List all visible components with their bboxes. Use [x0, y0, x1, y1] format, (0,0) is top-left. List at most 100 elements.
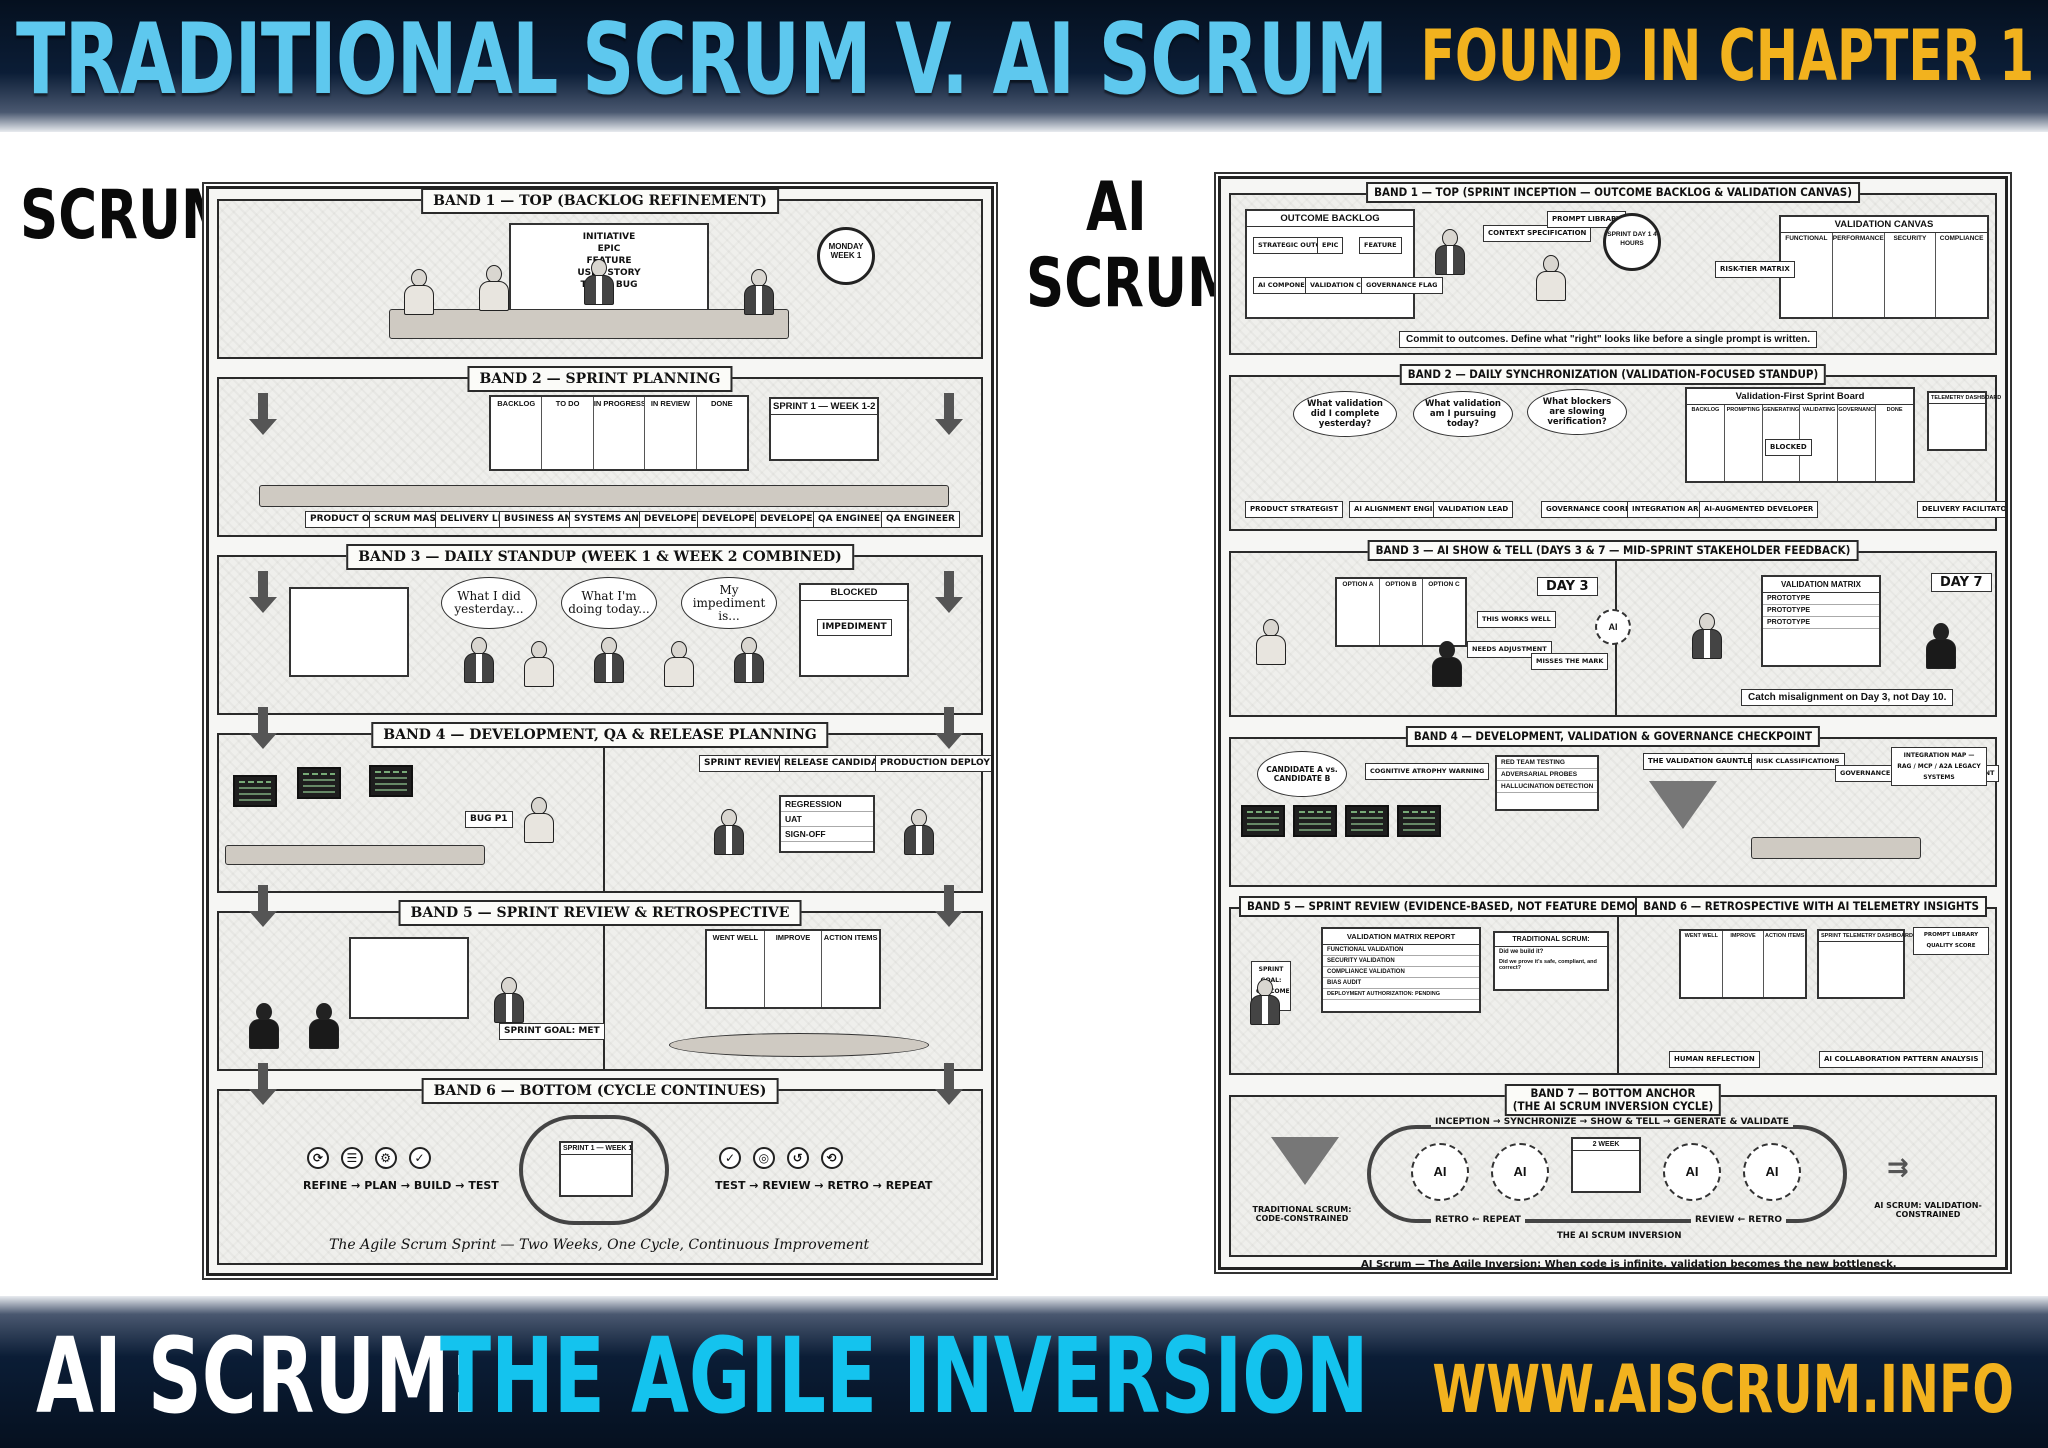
person-figure	[739, 269, 779, 319]
hierarchy-item: FEATURE	[586, 256, 632, 266]
pipeline-step: RELEASE CANDIDATE	[779, 755, 895, 772]
role-label: AI-AUGMENTED DEVELOPER	[1699, 501, 1819, 518]
arrow-down-icon	[249, 707, 277, 749]
blocked-card: BLOCKED	[1765, 439, 1812, 456]
role-label: QA ENGINEER	[881, 511, 960, 528]
planning-table	[259, 485, 949, 507]
inversion-flow-top: INCEPTION → SYNCHRONIZE → SHOW & TELL → …	[1431, 1117, 1793, 1127]
hierarchy-item: EPIC	[597, 244, 621, 254]
scrum-caption: The Agile Scrum Sprint — Two Weeks, One …	[329, 1237, 870, 1253]
matrix-row: PROTOTYPE	[1763, 605, 1879, 617]
person-figure	[399, 269, 439, 319]
person-figure	[1687, 613, 1727, 663]
arrow-down-icon	[935, 393, 963, 435]
sprint-board: Validation-First Sprint Board BACKLOG PR…	[1685, 387, 1915, 483]
ai-label-line1: AI	[1086, 168, 1147, 247]
board-column: TO DO	[542, 397, 594, 469]
band-title: BAND 1 — TOP (BACKLOG REFINEMENT)	[421, 189, 779, 214]
flow-step: PLAN	[364, 1179, 397, 1192]
board-column: IMPROVE	[1723, 931, 1765, 997]
audience-silhouette	[299, 1003, 349, 1063]
flow-step: SHOW & TELL	[1590, 1117, 1660, 1127]
integration-map: INTEGRATION MAP — RAG / MCP / A2A LEGACY…	[1891, 747, 1987, 786]
band-title: BAND 1 — TOP (SPRINT INCEPTION — OUTCOME…	[1366, 182, 1860, 203]
monitor-icon	[297, 767, 341, 799]
matrix-row: PROTOTYPE	[1763, 617, 1879, 629]
sprint-board-title: Validation-First Sprint Board	[1687, 389, 1913, 405]
board-column: GOVERNANCE REVIEW	[1838, 405, 1877, 481]
band-title: BAND 7 — BOTTOM ANCHOR (THE AI SCRUM INV…	[1504, 1084, 1722, 1116]
presentation-screen	[349, 937, 469, 1019]
comparison-title: TRADITIONAL SCRUM:	[1495, 933, 1607, 947]
atrophy-warning: COGNITIVE ATROPHY WARNING	[1365, 763, 1490, 780]
band-title: BAND 4 — DEVELOPMENT, VALIDATION & GOVER…	[1405, 726, 1821, 747]
person-figure	[489, 977, 529, 1027]
report-title: VALIDATION MATRIX REPORT	[1323, 929, 1479, 945]
checklist-item: SIGN-OFF	[781, 827, 873, 842]
validation-matrix: VALIDATION MATRIX PROTOTYPE PROTOTYPE PR…	[1761, 575, 1881, 667]
board-column: VALIDATING	[1800, 405, 1839, 481]
option-column: OPTION A	[1337, 579, 1380, 645]
scrum-label: SCRUM	[20, 176, 234, 255]
red-team-item: ADVERSARIAL PROBES	[1497, 769, 1597, 781]
board-column: ACTION ITEMS	[823, 933, 878, 942]
ai-band-5-6: BAND 5 — SPRINT REVIEW (EVIDENCE-BASED, …	[1229, 896, 1997, 1075]
matrix-title: VALIDATION MATRIX	[1763, 577, 1879, 593]
board-column: BACKLOG	[1687, 405, 1725, 481]
calendar-title: SPRINT 1 — WEEK 1	[561, 1143, 632, 1155]
canvas-column: FUNCTIONAL	[1781, 233, 1833, 317]
board-column: DONE	[710, 399, 733, 408]
sprint-calendar: SPRINT 1 — WEEK 1-2	[769, 397, 879, 461]
build-icon: ⚙	[374, 1147, 397, 1169]
checklist-item: UAT	[781, 812, 873, 827]
arrow-down-icon	[249, 393, 277, 435]
left-constraint-label: TRADITIONAL SCRUM: CODE-CONSTRAINED	[1252, 1205, 1352, 1223]
band-title: BAND 2 — DAILY SYNCHRONIZATION (VALIDATI…	[1399, 364, 1827, 385]
person-figure	[519, 797, 559, 847]
thought-bubble: CANDIDATE A vs. CANDIDATE B	[1257, 751, 1347, 797]
band-title: BAND 2 — SPRINT PLANNING	[467, 366, 733, 392]
ai-hub-icon: AI	[1743, 1143, 1801, 1201]
flow-step: REFINE	[303, 1179, 348, 1192]
cycle-flow-right-labels: TEST → REVIEW → RETRO → REPEAT	[715, 1179, 933, 1192]
backlog-card: EPIC	[1317, 237, 1344, 254]
day7-label: DAY 7	[1931, 573, 1992, 592]
person-figure	[459, 637, 499, 687]
person-figure	[1531, 255, 1571, 305]
ai-hub-icon: AI	[1663, 1143, 1721, 1201]
monitor-icon	[1397, 805, 1441, 837]
person-figure	[579, 259, 619, 309]
band-title: BAND 5 — SPRINT REVIEW (EVIDENCE-BASED, …	[1239, 896, 1649, 917]
risk-label: RISK CLASSIFICATIONS	[1751, 753, 1845, 770]
hierarchy-board: INITIATIVE EPIC FEATURE USER STORY TASK …	[509, 223, 709, 323]
validation-canvas: VALIDATION CANVAS FUNCTIONAL PERFORMANCE…	[1779, 215, 1989, 319]
red-team-item: RED TEAM TESTING	[1497, 757, 1597, 769]
cycle-flow-left-labels: REFINE → PLAN → BUILD → TEST	[303, 1179, 499, 1192]
footer-bar	[0, 1296, 2048, 1448]
band-title: BAND 3 — DAILY STANDUP (WEEK 1 & WEEK 2 …	[346, 544, 854, 570]
arrow-down-icon	[249, 571, 277, 613]
chapter-label: FOUND IN CHAPTER 1	[1420, 15, 2034, 97]
monitor-icon	[233, 775, 277, 807]
canvas-title: VALIDATION CANVAS	[1781, 217, 1987, 233]
review-icon: ◎	[752, 1147, 775, 1169]
dashboard-title: SPRINT TELEMETRY DASHBOARD	[1819, 931, 1913, 942]
band-title: BAND 4 — DEVELOPMENT, QA & RELEASE PLANN…	[371, 722, 829, 748]
ai-scrum-panel: BAND 1 — TOP (SPRINT INCEPTION — OUTCOME…	[1218, 176, 2008, 1270]
website-link[interactable]: WWW.AISCRUM.INFO	[1432, 1351, 2014, 1428]
speech-bubble: What validation did I complete yesterday…	[1293, 391, 1397, 437]
arrow-down-icon	[249, 885, 277, 927]
person-figure	[899, 809, 939, 859]
audience-silhouette	[239, 1003, 289, 1063]
scrum-band-4: BAND 4 — DEVELOPMENT, QA & RELEASE PLANN…	[217, 707, 991, 893]
band-split	[1231, 909, 1619, 1073]
option-column: OPTION C	[1428, 581, 1460, 588]
report-row: FUNCTIONAL VALIDATION	[1323, 945, 1479, 956]
question-a: Did we build it?	[1499, 949, 1544, 955]
sprint-goal-sign: SPRINT GOAL: MET	[499, 1023, 605, 1040]
inversion-flow-bottom-left: RETRO ← REPEAT	[1431, 1215, 1525, 1225]
band-caption: Catch misalignment on Day 3, not Day 10.	[1741, 689, 1954, 706]
monitor-icon	[1241, 805, 1285, 837]
outcome-backlog-title: OUTCOME BACKLOG	[1247, 211, 1413, 227]
gauntlet-label: THE VALIDATION GAUNTLET	[1643, 753, 1762, 770]
